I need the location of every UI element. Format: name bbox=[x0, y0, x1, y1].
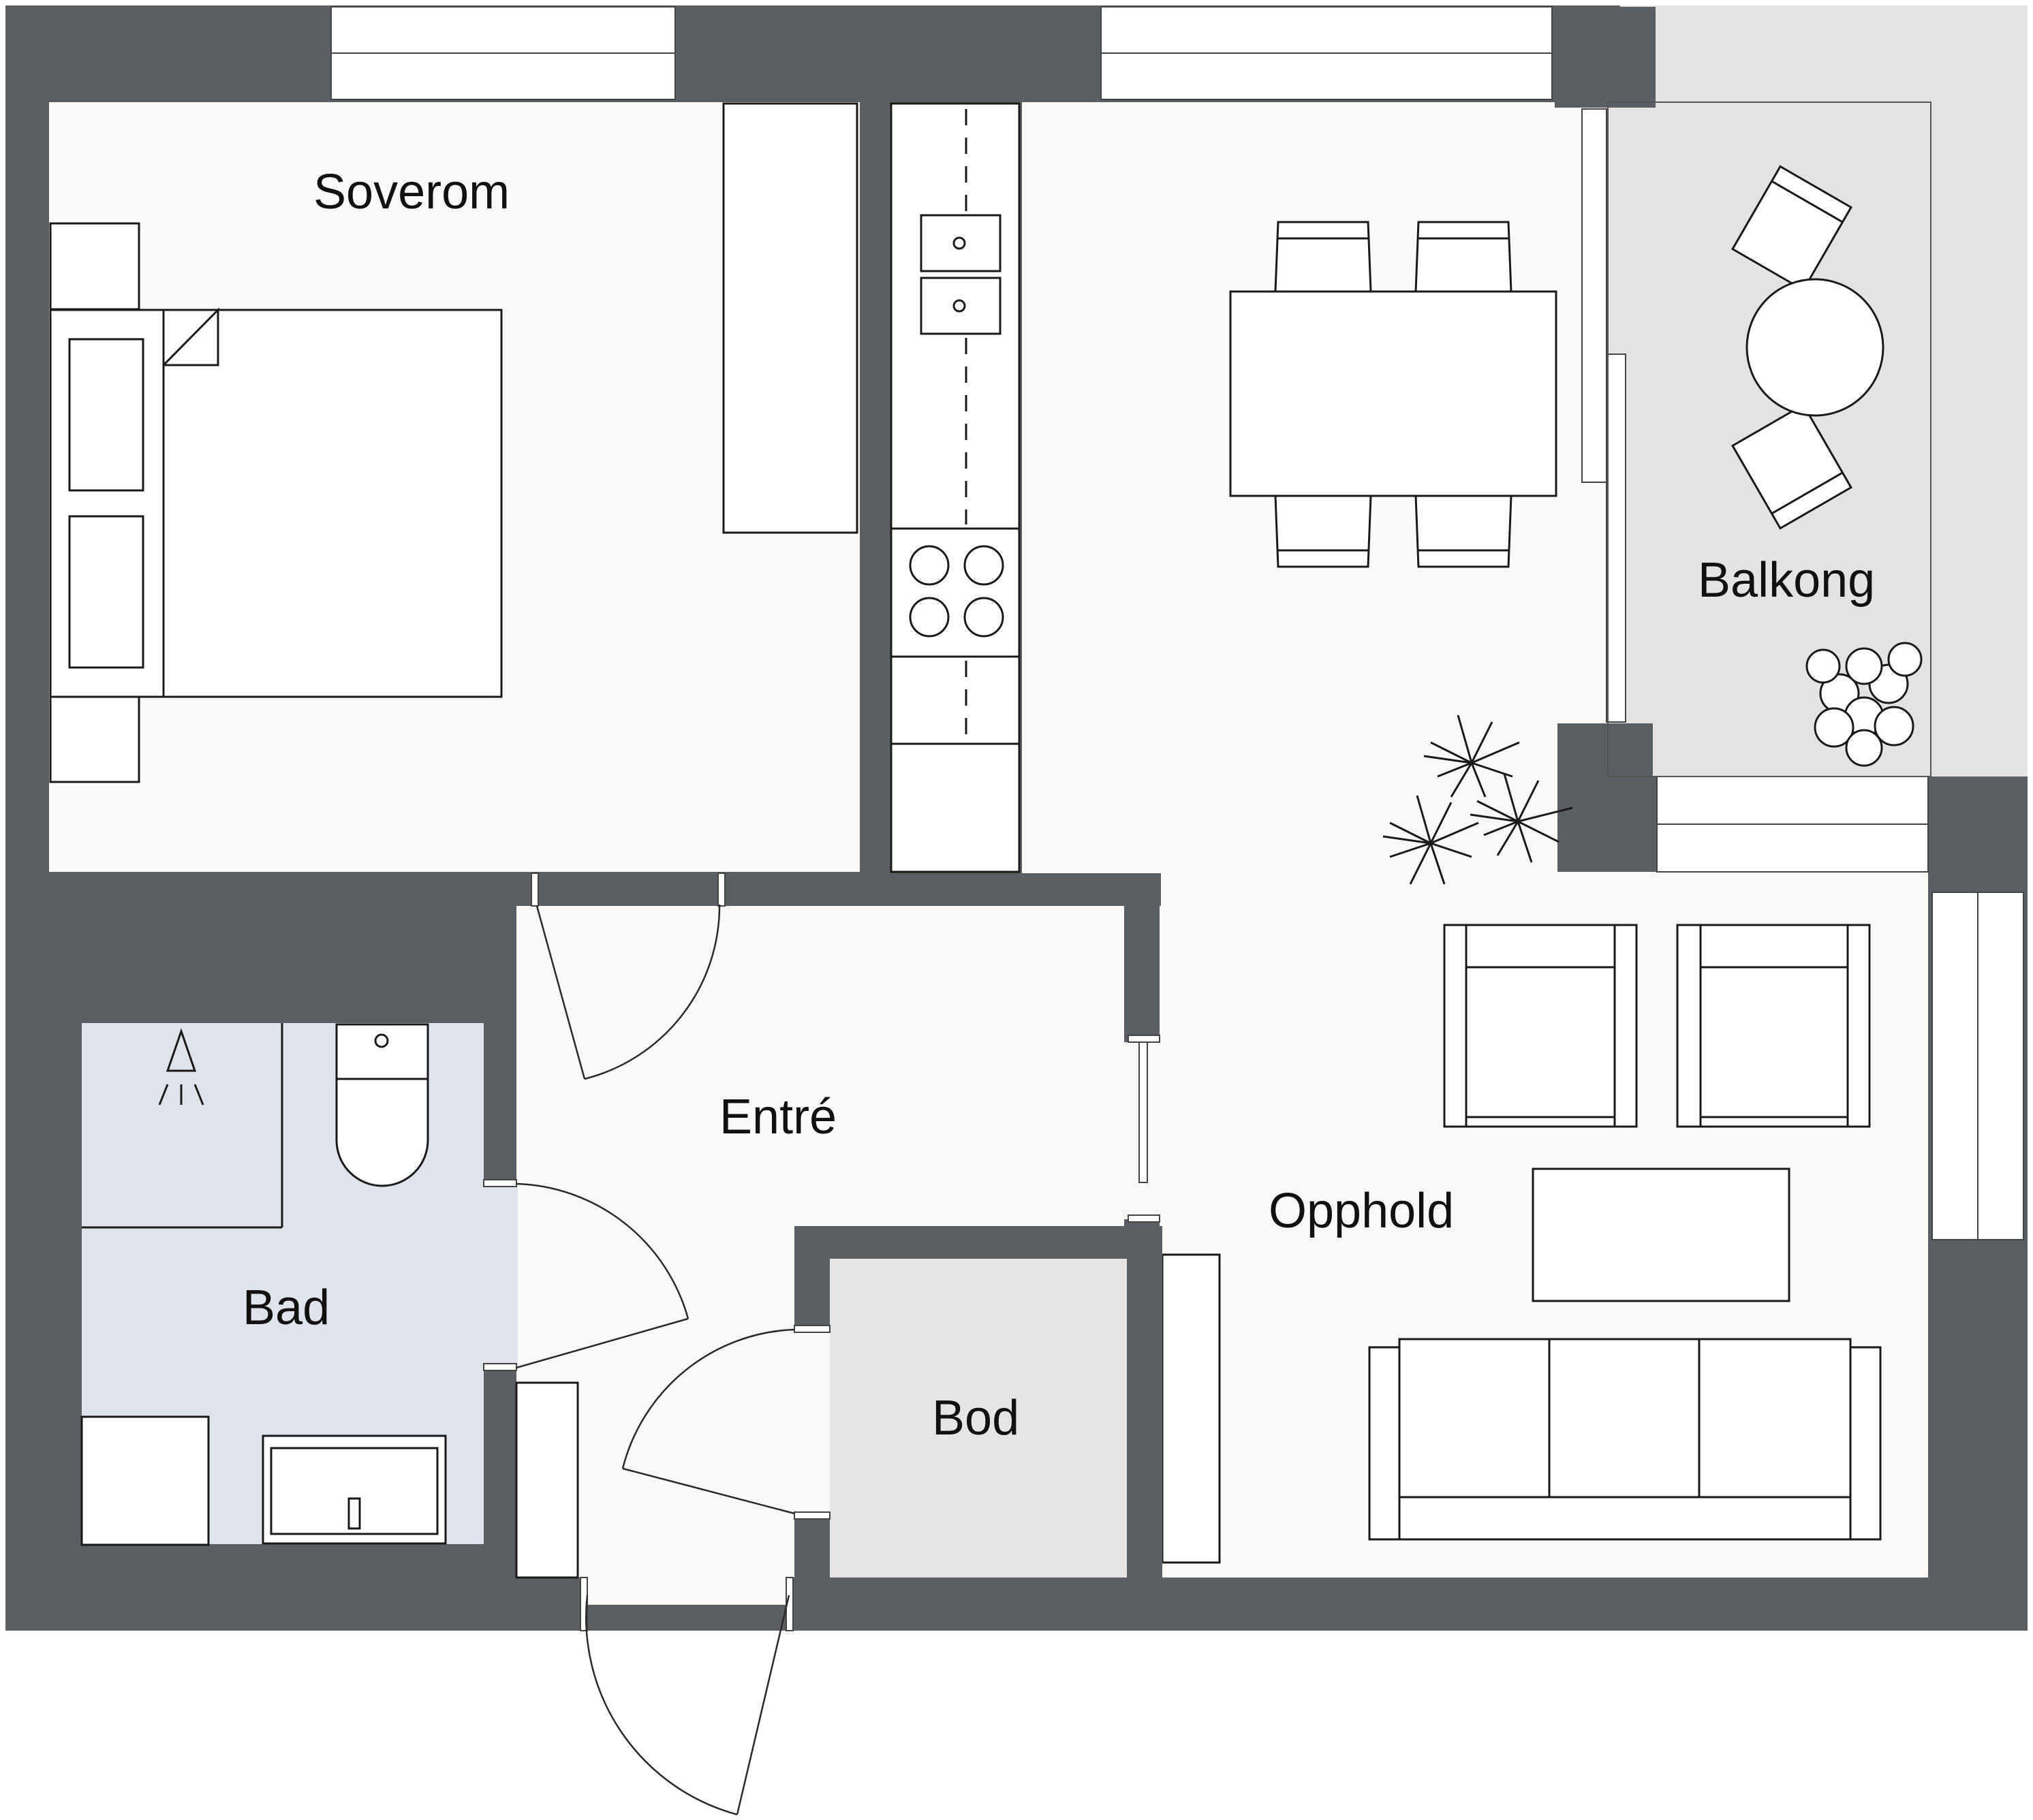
plant-icon bbox=[1805, 642, 1923, 767]
armchair bbox=[1676, 924, 1871, 1128]
wardrobe bbox=[722, 102, 858, 534]
washing-machine bbox=[80, 1415, 210, 1546]
balcony-furniture bbox=[1731, 165, 1884, 530]
room-label-bedroom: Soverom bbox=[313, 165, 510, 219]
washbasin bbox=[262, 1434, 447, 1545]
armchair bbox=[1443, 924, 1638, 1128]
sofa bbox=[1368, 1338, 1882, 1541]
dining-set bbox=[1229, 221, 1557, 568]
interior-walls bbox=[5, 102, 1934, 1631]
storage-floor bbox=[830, 1259, 1127, 1579]
stove bbox=[909, 545, 1004, 638]
toilet bbox=[335, 1023, 429, 1187]
kitchen-counter bbox=[890, 102, 1021, 873]
shoe-shelf bbox=[515, 1381, 579, 1579]
room-label-entrance: Entré bbox=[719, 1090, 837, 1144]
balcony-railing bbox=[1607, 101, 1931, 777]
bed bbox=[49, 222, 503, 783]
room-label-bathroom: Bad bbox=[243, 1281, 330, 1335]
windows bbox=[330, 6, 2024, 1240]
doors bbox=[483, 873, 1160, 1816]
room-label-balcony: Balkong bbox=[1698, 553, 1875, 608]
plant-icon bbox=[1382, 715, 1573, 885]
coffee-table bbox=[1532, 1167, 1790, 1302]
shower bbox=[82, 1023, 283, 1229]
sink bbox=[920, 214, 1002, 272]
room-label-living: Opphold bbox=[1269, 1184, 1454, 1238]
tv-bench bbox=[1161, 1253, 1221, 1564]
room-label-storage: Bod bbox=[932, 1391, 1019, 1445]
